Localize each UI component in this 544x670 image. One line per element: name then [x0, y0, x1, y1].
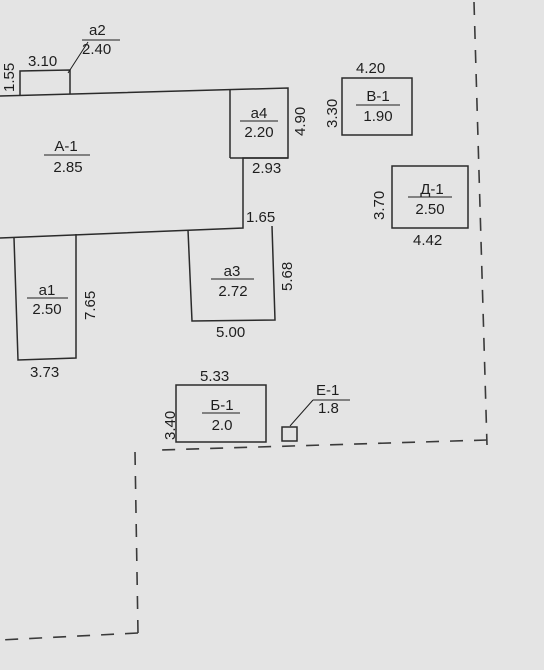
- a4-height: 2.20: [244, 124, 273, 141]
- b1-side-dimension: 3.40: [162, 411, 179, 440]
- a1-height: 2.50: [32, 301, 61, 318]
- a4-bottom-dimension: 2.93: [252, 160, 281, 177]
- b1-name: Б-1: [210, 397, 233, 414]
- building-v1: 4.20 3.30 В-1 1.90: [324, 60, 413, 136]
- a3-bottom-dimension: 5.00: [216, 324, 245, 341]
- v1-name: В-1: [366, 88, 389, 105]
- e1-leader-line: [289, 399, 314, 427]
- a2-leader-line: [67, 41, 89, 74]
- a3-side-dimension: 5.68: [279, 262, 296, 291]
- d1-height: 2.50: [415, 201, 444, 218]
- structure-e1: Е-1 1.8: [281, 382, 350, 442]
- d1-side-dimension: 3.70: [371, 191, 388, 220]
- property-boundary: [0, 1, 488, 641]
- a1-side-dimension: 7.65: [82, 291, 99, 320]
- a3-name: а3: [224, 263, 241, 280]
- building-b1: 5.33 3.40 Б-1 2.0: [162, 368, 267, 443]
- b1-top-dimension: 5.33: [200, 368, 229, 385]
- e1-height: 1.8: [318, 400, 339, 417]
- e1-name: Е-1: [316, 382, 339, 399]
- a1-bottom-dimension: 3.73: [30, 364, 59, 381]
- a2-height: 2.40: [82, 41, 111, 58]
- a2-top-dimension: 3.10: [28, 53, 57, 70]
- v1-height: 1.90: [363, 108, 392, 125]
- a4-side-dimension: 4.90: [292, 107, 309, 136]
- v1-top-dimension: 4.20: [356, 60, 385, 77]
- building-d1: Д-1 2.50 3.70 4.42: [371, 165, 469, 249]
- a3-height: 2.72: [218, 283, 247, 300]
- extension-a3: а3 2.72 5.68 5.00: [187, 225, 296, 341]
- d1-bottom-dimension: 4.42: [413, 232, 442, 249]
- a1-name: а1: [39, 282, 56, 299]
- a2-side-dimension: 1.55: [1, 63, 18, 92]
- a4-gap-dimension: 1.65: [246, 209, 275, 226]
- d1-name: Д-1: [420, 181, 444, 198]
- main-name: А-1: [54, 138, 77, 155]
- extension-a1: а1 2.50 7.65 3.73: [13, 234, 99, 381]
- extension-a4: а4 2.20 4.90 2.93 1.65: [229, 90, 309, 226]
- b1-height: 2.0: [212, 417, 233, 434]
- a4-name: а4: [251, 105, 268, 122]
- a2-name: а2: [89, 22, 106, 39]
- extension-a2: 3.10 1.55 а2 2.40: [1, 22, 120, 95]
- main-height: 2.85: [53, 159, 82, 176]
- v1-side-dimension: 3.30: [324, 99, 341, 128]
- building-a1-main: А-1 2.85: [0, 87, 289, 239]
